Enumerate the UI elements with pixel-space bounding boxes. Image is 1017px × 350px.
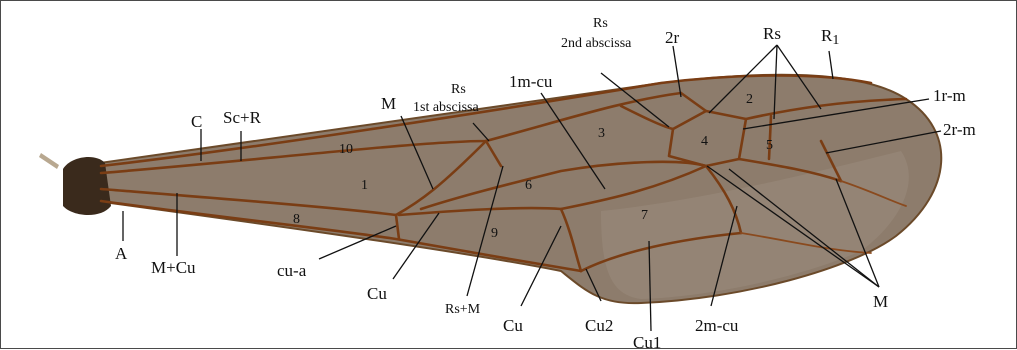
cell-10: 10 <box>339 142 353 157</box>
label-m-right: M <box>873 292 888 311</box>
cell-9: 9 <box>491 226 498 241</box>
cell-8: 8 <box>293 212 300 227</box>
label-rs-first-title: Rs <box>451 82 466 97</box>
label-2r-m: 2r-m <box>943 120 976 139</box>
label-cu2: Cu2 <box>585 316 613 335</box>
label-r1: R1 <box>821 26 839 48</box>
cell-5: 5 <box>766 138 773 153</box>
label-a: A <box>115 244 128 263</box>
label-m-left: M <box>381 94 396 113</box>
cell-7: 7 <box>641 208 648 223</box>
label-cu1: Cu1 <box>633 333 661 350</box>
label-rs-right: Rs <box>763 24 781 43</box>
label-1m-cu: 1m-cu <box>509 72 553 91</box>
label-cu-left: Cu <box>367 284 387 303</box>
cell-3: 3 <box>598 126 605 141</box>
wing-base-tuft <box>39 153 59 169</box>
label-cu-mid: Cu <box>503 316 523 335</box>
label-2m-cu: 2m-cu <box>695 316 739 335</box>
label-cu-a: cu-a <box>277 261 307 280</box>
label-r1-main: R <box>821 26 833 45</box>
cell-4: 4 <box>701 134 708 149</box>
label-rs-plus-m: Rs+M <box>445 302 481 317</box>
label-1r-m: 1r-m <box>933 86 966 105</box>
label-rs-first-sub: 1st abscissa <box>413 100 480 115</box>
label-c: C <box>191 112 202 131</box>
label-2r: 2r <box>665 28 680 47</box>
cell-2: 2 <box>746 92 753 107</box>
leader-r1 <box>829 51 833 79</box>
cell-1: 1 <box>361 178 368 193</box>
label-rs-second-sub: 2nd abscissa <box>561 36 632 51</box>
label-rs-second-title: Rs <box>593 16 608 31</box>
cell-6: 6 <box>525 178 532 193</box>
label-sc-r: Sc+R <box>223 108 262 127</box>
label-r1-subscript: 1 <box>832 33 839 48</box>
label-m-cu: M+Cu <box>151 258 196 277</box>
